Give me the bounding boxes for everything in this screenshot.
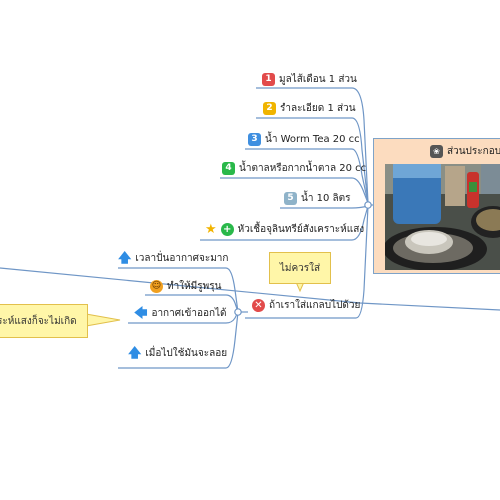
panel-title: ❀ ส่วนประกอบ — [430, 144, 500, 159]
node-ingredient-5[interactable]: 5 น้ำ 10 ลิตร — [284, 190, 351, 206]
node-photosynthetic-starter[interactable]: ★ + หัวเชื้อจุลินทรีย์สังเคราะห์แสง — [205, 221, 364, 237]
plus-icon: + — [220, 222, 234, 236]
node-ingredient-2[interactable]: 2 รำละเอียด 1 ส่วน — [263, 100, 356, 116]
star-icon: ★ — [205, 221, 217, 237]
node-label: หัวเชื้อจุลินทรีย์สังเคราะห์แสง — [237, 223, 365, 235]
arrow-left-icon: 🡄 — [134, 305, 148, 321]
number-3-icon: 3 — [248, 132, 261, 146]
smiley-icon: ☺ — [150, 279, 163, 293]
panel-title-text: ส่วนประกอบ — [447, 146, 500, 157]
node-label: น้ำ Worm Tea 20 cc — [265, 133, 360, 145]
node-label: เมื่อไปใช้มันจะลอย — [145, 347, 228, 359]
arrow-up-icon: 🡅 — [128, 345, 142, 361]
ingredients-photo — [385, 164, 500, 270]
node-label: ถ้าเราใส่แกลบไปด้วย — [269, 299, 361, 311]
node-floats[interactable]: 🡅 เมื่อไปใช้มันจะลอย — [128, 345, 227, 361]
node-label: มูลไส้เดือน 1 ส่วน — [279, 73, 357, 85]
number-5-icon: 5 — [284, 191, 297, 205]
node-label: เวลาปั่นอากาศจะมาก — [135, 252, 229, 264]
node-label: อากาศเข้าออกได้ — [151, 307, 227, 319]
number-4-icon: 4 — [222, 161, 235, 175]
node-label: น้ำ 10 ลิตร — [301, 192, 351, 204]
node-more-air[interactable]: 🡅 เวลาปั่นอากาศจะมาก — [118, 250, 228, 266]
node-porous[interactable]: ☺ ทำให้มีรูพรุน — [150, 278, 221, 294]
image-icon: ❀ — [430, 145, 443, 158]
callout-text: ระห์แสงก็จะไม่เกิด — [0, 315, 77, 327]
node-label: รำละเอียด 1 ส่วน — [280, 102, 356, 114]
callout-photosynthesis[interactable]: ระห์แสงก็จะไม่เกิด — [0, 304, 88, 338]
arrow-up-icon: 🡅 — [118, 250, 132, 266]
cross-icon: ✕ — [252, 298, 265, 312]
number-2-icon: 2 — [263, 101, 276, 115]
ingredients-panel[interactable]: ❀ ส่วนประกอบ — [373, 138, 500, 274]
node-ingredient-3[interactable]: 3 น้ำ Worm Tea 20 cc — [248, 131, 360, 147]
node-label: น้ำตาลหรือกากน้ำตาล 20 cc — [239, 162, 367, 174]
node-air-flow[interactable]: 🡄 อากาศเข้าออกได้ — [134, 305, 227, 321]
node-ingredient-1[interactable]: 1 มูลไส้เดือน 1 ส่วน — [262, 71, 357, 87]
number-1-icon: 1 — [262, 72, 275, 86]
node-add-rice-husk[interactable]: ✕ ถ้าเราใส่แกลบไปด้วย — [252, 297, 360, 313]
node-ingredient-4[interactable]: 4 น้ำตาลหรือกากน้ำตาล 20 cc — [222, 160, 366, 176]
callout-should-not-add[interactable]: ไม่ควรใส่ — [269, 252, 331, 284]
node-label: ทำให้มีรูพรุน — [167, 280, 222, 292]
callout-text: ไม่ควรใส่ — [279, 262, 321, 274]
